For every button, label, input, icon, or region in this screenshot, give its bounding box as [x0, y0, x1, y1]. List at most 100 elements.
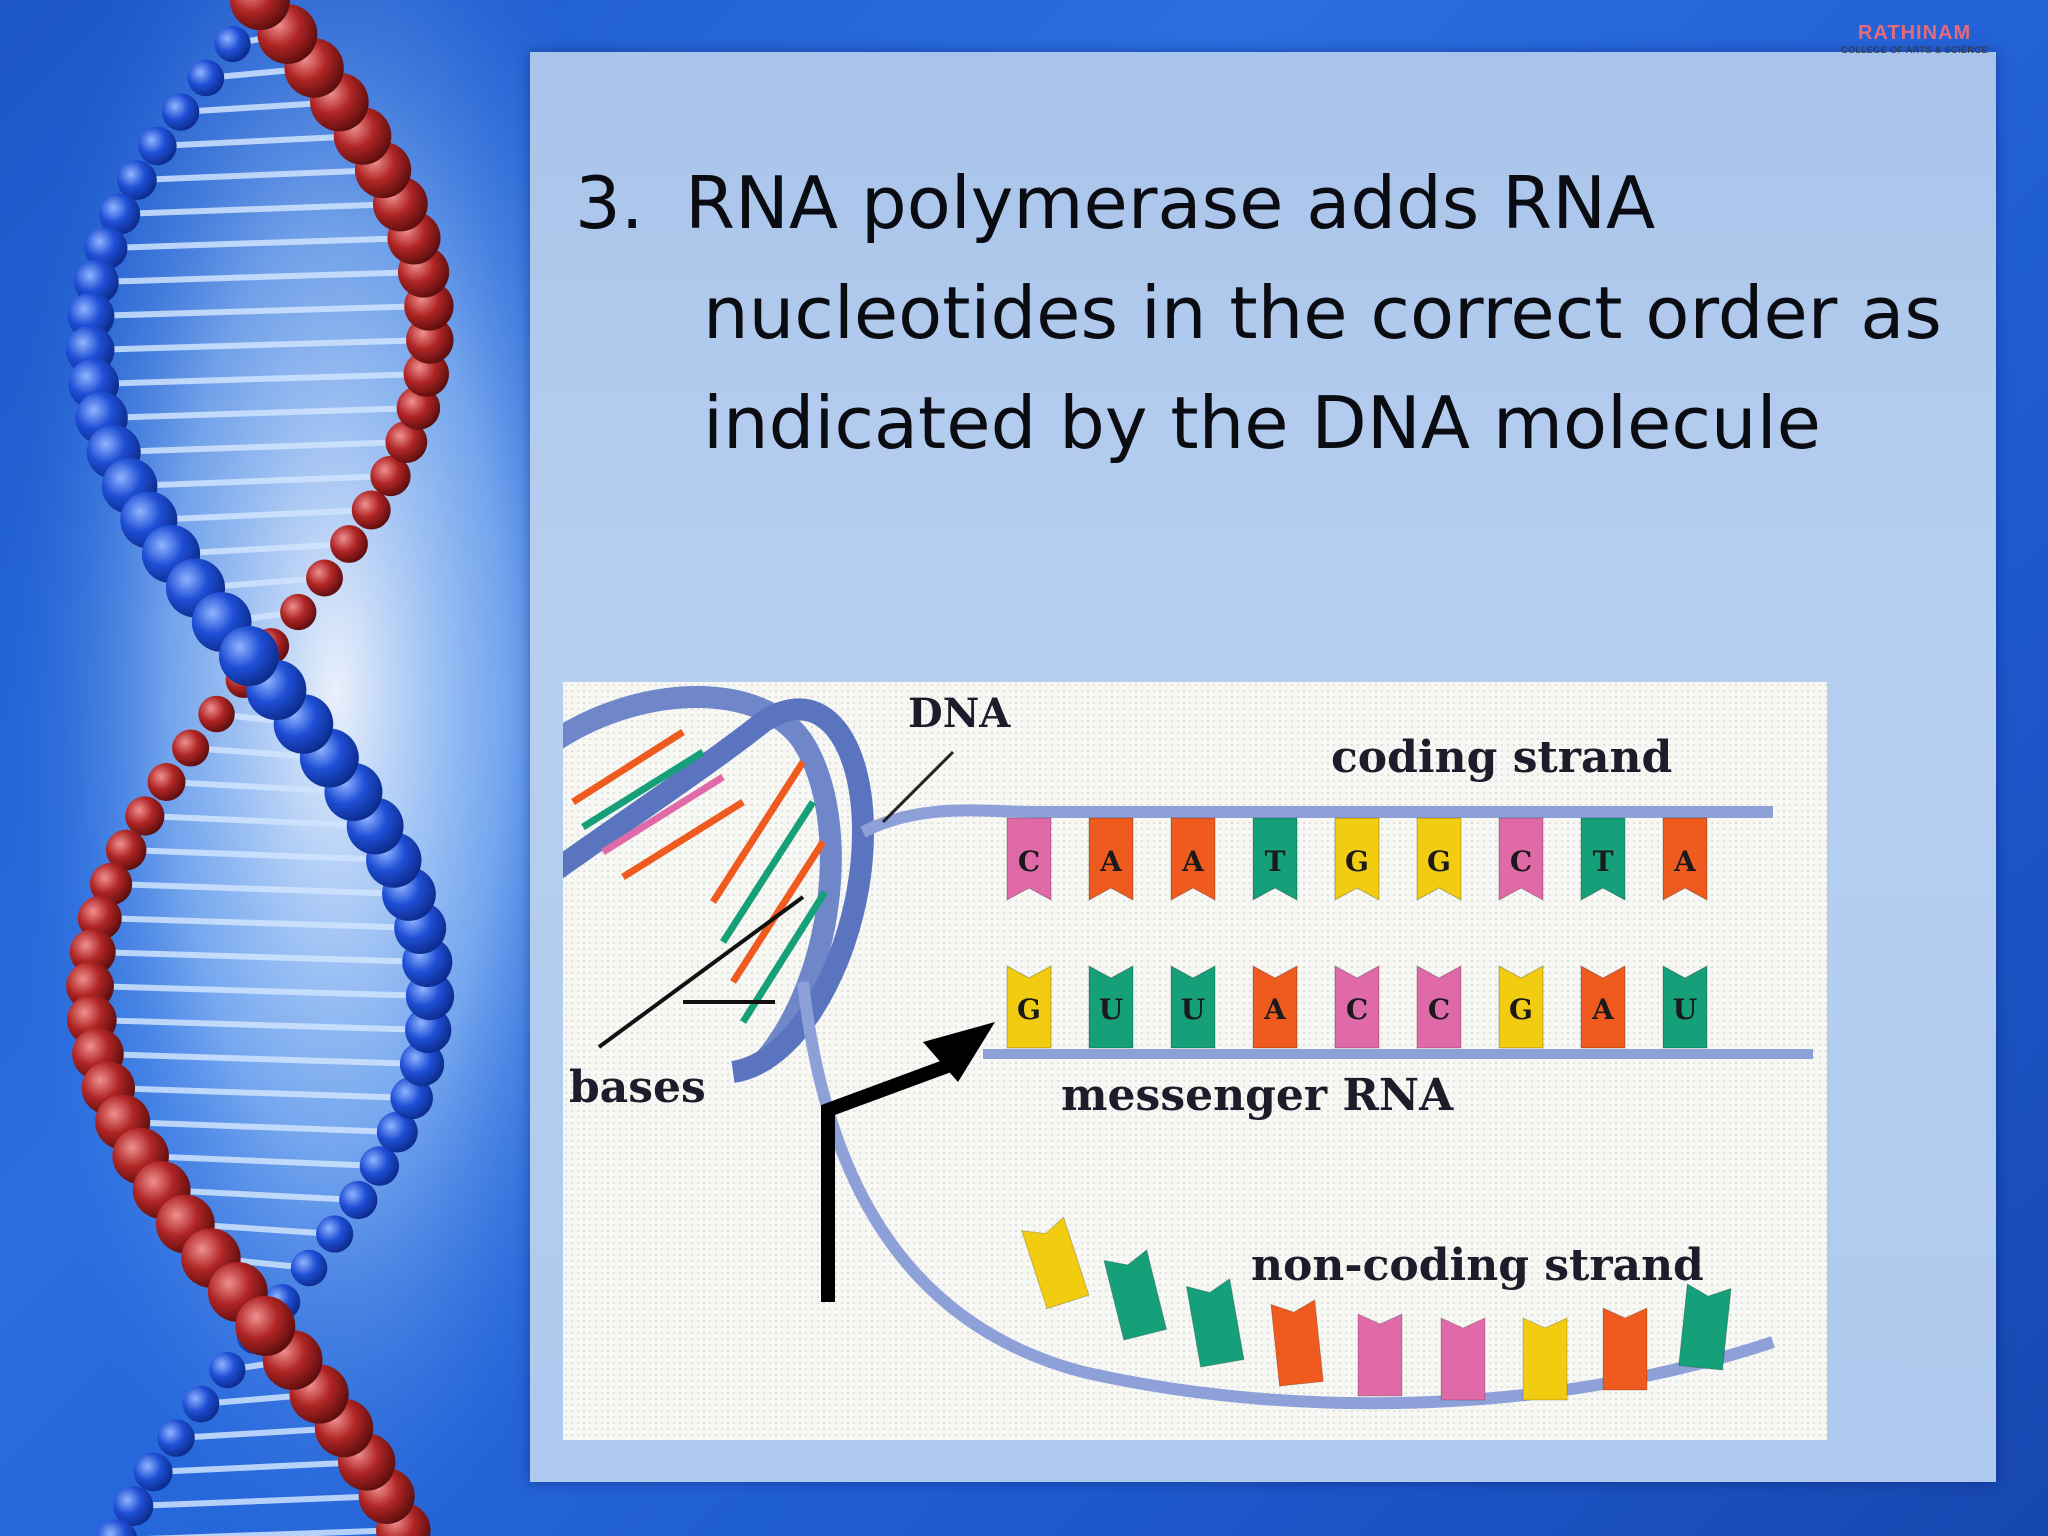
helix-bead [403, 351, 450, 397]
helix-bead [316, 1215, 354, 1253]
base-letter: G [1345, 845, 1369, 878]
coding-base: G [1334, 817, 1380, 901]
helix-rung [108, 1085, 412, 1101]
helix-bead [161, 93, 200, 131]
helix-rung [91, 1017, 429, 1033]
non-coding-base [1270, 1299, 1324, 1387]
base-letter: A [1263, 993, 1287, 1026]
helix-bead [96, 1519, 138, 1536]
logo-name: RATHINAM [1857, 22, 1972, 44]
helix-rung [105, 235, 415, 251]
dna-pointer-line [881, 750, 955, 824]
base-letter: A [1591, 993, 1615, 1026]
dna-label: DNA [908, 690, 1011, 737]
base-letter: T [1265, 845, 1286, 878]
helix-bead [147, 763, 186, 801]
helix-bead [182, 1385, 220, 1423]
bases-pointer-line [597, 895, 805, 1049]
helix-rung [113, 439, 407, 455]
mrna-base: C [1334, 965, 1380, 1049]
helix-bead [406, 316, 454, 364]
helix-bead [218, 626, 279, 686]
helix-bead [351, 490, 391, 530]
helix-bead [330, 525, 368, 563]
coding-base: C [1006, 817, 1052, 901]
base-letter: G [1427, 845, 1451, 878]
helix-bead [157, 1419, 195, 1457]
non-coding-strand-bases [1021, 1216, 1732, 1401]
helix-rung [97, 1051, 423, 1067]
college-logo: RATHINAM COLLEGE OF ARTS & SCIENCE [1841, 22, 1988, 55]
helix-bead [209, 1351, 246, 1389]
helix-rung [145, 1527, 404, 1536]
helix-rung [101, 405, 419, 421]
base-letter: C [1510, 845, 1532, 878]
coding-base: G [1416, 817, 1462, 901]
helix-rung [90, 337, 430, 353]
coding-base: A [1088, 817, 1134, 901]
helix-bead [306, 559, 343, 597]
helix-rung [148, 507, 372, 523]
coding-base: A [1170, 817, 1216, 901]
mrna-base: C [1416, 965, 1462, 1049]
non-coding-base [1357, 1313, 1403, 1397]
helix-bead [77, 896, 122, 940]
coding-base: T [1580, 817, 1626, 901]
helix-bead [138, 126, 177, 166]
coding-base: C [1498, 817, 1544, 901]
helix-rung [126, 847, 394, 863]
dna-helix-background [0, 0, 560, 1536]
helix-rung [136, 167, 384, 183]
coding-strand-label: coding strand [1331, 732, 1673, 783]
helix-bead [235, 1296, 296, 1356]
bullet-line-2: nucleotides in the correct order as [703, 271, 1942, 355]
helix-bead [214, 25, 251, 63]
mrna-base: G [1498, 965, 1544, 1049]
mrna-base: A [1252, 965, 1298, 1049]
helix-rung [92, 949, 428, 965]
helix-bead [84, 226, 128, 270]
non-coding-base [1103, 1248, 1168, 1341]
helix-bead [390, 1076, 433, 1120]
logo-subtitle: COLLEGE OF ARTS & SCIENCE [1841, 45, 1988, 55]
helix-rung [99, 915, 421, 931]
non-coding-base [1440, 1317, 1486, 1401]
non-coding-base [1185, 1277, 1245, 1368]
base-letter: A [1673, 845, 1697, 878]
base-letter: U [1181, 993, 1205, 1026]
helix-bead [359, 1146, 400, 1186]
bullet-line-1: RNA polymerase adds RNA [685, 161, 1656, 245]
helix-bead [385, 421, 428, 463]
mrna-base: G [1006, 965, 1052, 1049]
helix-bead [113, 1486, 154, 1526]
helix-rung [119, 201, 401, 217]
helix-bead [67, 292, 115, 340]
helix-bead [290, 1249, 328, 1287]
helix-rung [122, 1119, 398, 1135]
bullet-line-3: indicated by the DNA molecule [703, 381, 1821, 465]
mrna-base: A [1580, 965, 1626, 1049]
mrna-base: U [1170, 965, 1216, 1049]
helix-bead [198, 695, 235, 733]
non-coding-base [1602, 1307, 1648, 1391]
coding-base: T [1252, 817, 1298, 901]
dna-double-helix [563, 686, 1813, 1410]
helix-bead [69, 929, 116, 975]
base-letter: A [1099, 845, 1123, 878]
helix-bead [396, 386, 441, 430]
helix-rung [157, 133, 363, 149]
helix-rung [140, 1153, 380, 1169]
base-letter: U [1673, 993, 1697, 1026]
helix-bead [133, 1452, 173, 1492]
helix-bead [105, 829, 147, 871]
mrna-base: U [1088, 965, 1134, 1049]
messenger-rna-label: messenger RNA [1061, 1070, 1454, 1121]
helix-bead [399, 1041, 445, 1087]
base-letter: C [1346, 993, 1368, 1026]
helix-rung [170, 541, 350, 557]
helix-rung [161, 1187, 359, 1203]
bases-label: bases [569, 1062, 706, 1113]
